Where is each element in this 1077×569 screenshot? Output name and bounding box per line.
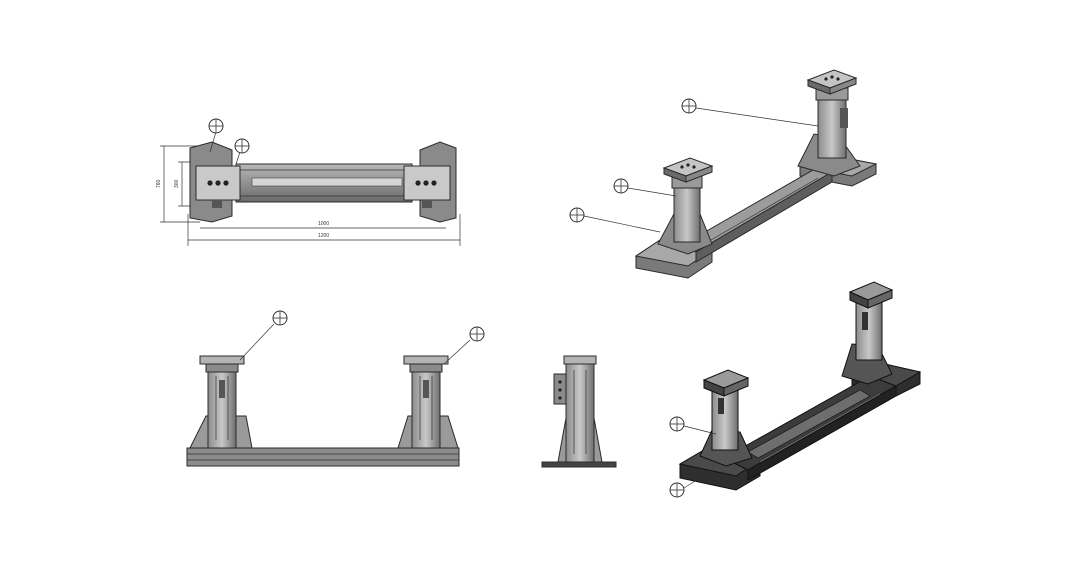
dim-height-inner: 300 [174,179,180,188]
dim-length-outer: 1200 [318,233,329,239]
iso-dark-right-post [841,281,894,385]
top-view-left-bracket [189,141,241,223]
callout-balloon-icon [669,416,685,432]
front-view-beam [186,447,460,467]
dim-length-inner: 1000 [318,221,329,227]
callout-balloon-icon [681,98,697,114]
top-view-right-bracket [403,141,457,223]
isometric-view-light [569,69,878,279]
callout-balloon-icon [234,138,250,154]
front-view-right-stand [397,355,459,449]
callout-balloon-icon [469,326,485,342]
dimension-lines: 760 300 1000 1200 [156,145,461,246]
top-view: 760 300 1000 1200 [156,118,461,246]
callout-balloon-icon [569,207,585,223]
callout-balloon-icon [669,482,685,498]
isometric-view-dark [669,281,922,498]
front-view-left-stand [189,355,253,449]
front-view [186,310,485,467]
dim-height-outer: 760 [156,179,162,188]
iso-left-post [657,157,714,255]
iso-dark-left-post [699,369,753,467]
callout-balloon-icon [272,310,288,326]
iso-right-post [797,69,861,177]
callout-balloon-icon [613,178,629,194]
callout-balloon-icon [208,118,224,134]
side-view [541,355,617,468]
